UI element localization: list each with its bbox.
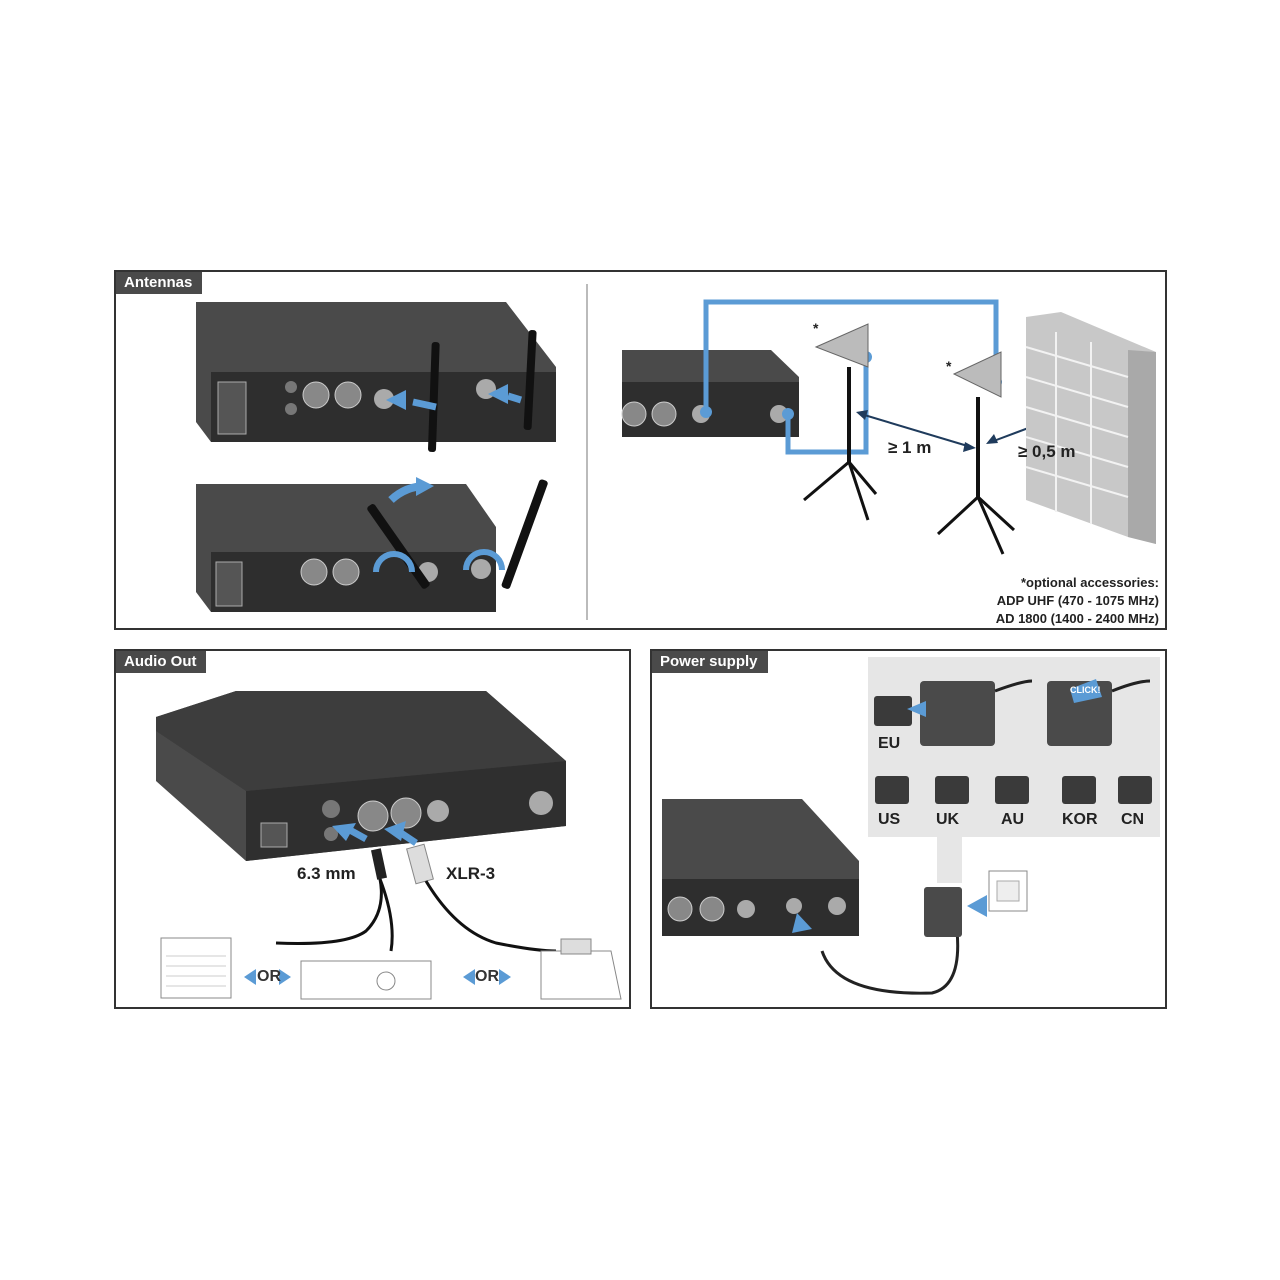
note-line-3: AD 1800 (1400 - 2400 MHz) [995, 611, 1159, 626]
click-badge: CLICK! [1070, 685, 1101, 695]
plug-label-eu: EU [878, 735, 901, 752]
audio-out-title: Audio Out [116, 651, 207, 673]
audio-out-panel: Audio Out 6.3 [114, 649, 631, 1009]
brick-wall [1025, 312, 1156, 544]
plug-label-cn: CN [1121, 811, 1145, 828]
plug-label-uk: UK [936, 811, 960, 828]
receiver-device-4 [156, 691, 566, 861]
asterisk-1: * [813, 320, 819, 336]
or-label-2: OR [475, 968, 499, 985]
xlr-label: XLR-3 [446, 864, 496, 883]
plug-label-us: US [878, 811, 901, 828]
plug-label-kor: KOR [1062, 811, 1098, 828]
distance-label-1m: ≥ 1 m [888, 438, 932, 457]
antennas-panel: Antennas [114, 270, 1167, 630]
receiver-device-5 [662, 799, 859, 936]
or-label-1: OR [257, 968, 281, 985]
power-supply-title: Power supply [652, 651, 768, 673]
plug-label-au: AU [1001, 811, 1025, 828]
power-supply-panel: Power supply [650, 649, 1167, 1009]
receiver-device-1 [196, 302, 556, 442]
note-line-1: *optional accessories: [1021, 575, 1159, 590]
note-line-2: ADP UHF (470 - 1075 MHz) [996, 593, 1159, 608]
jack-label: 6.3 mm [297, 864, 356, 883]
accessories-note: *optional accessories: ADP UHF (470 - 10… [996, 574, 1159, 628]
audio-out-illustration [156, 691, 622, 1000]
receiver-device-3 [621, 350, 799, 437]
power-supply-illustration [662, 657, 1160, 995]
antennas-illustration [196, 284, 1156, 620]
antennas-title: Antennas [116, 272, 203, 294]
distance-label-05m: ≥ 0,5 m [1018, 442, 1076, 461]
asterisk-2: * [946, 358, 952, 374]
receiver-device-2 [196, 484, 496, 612]
